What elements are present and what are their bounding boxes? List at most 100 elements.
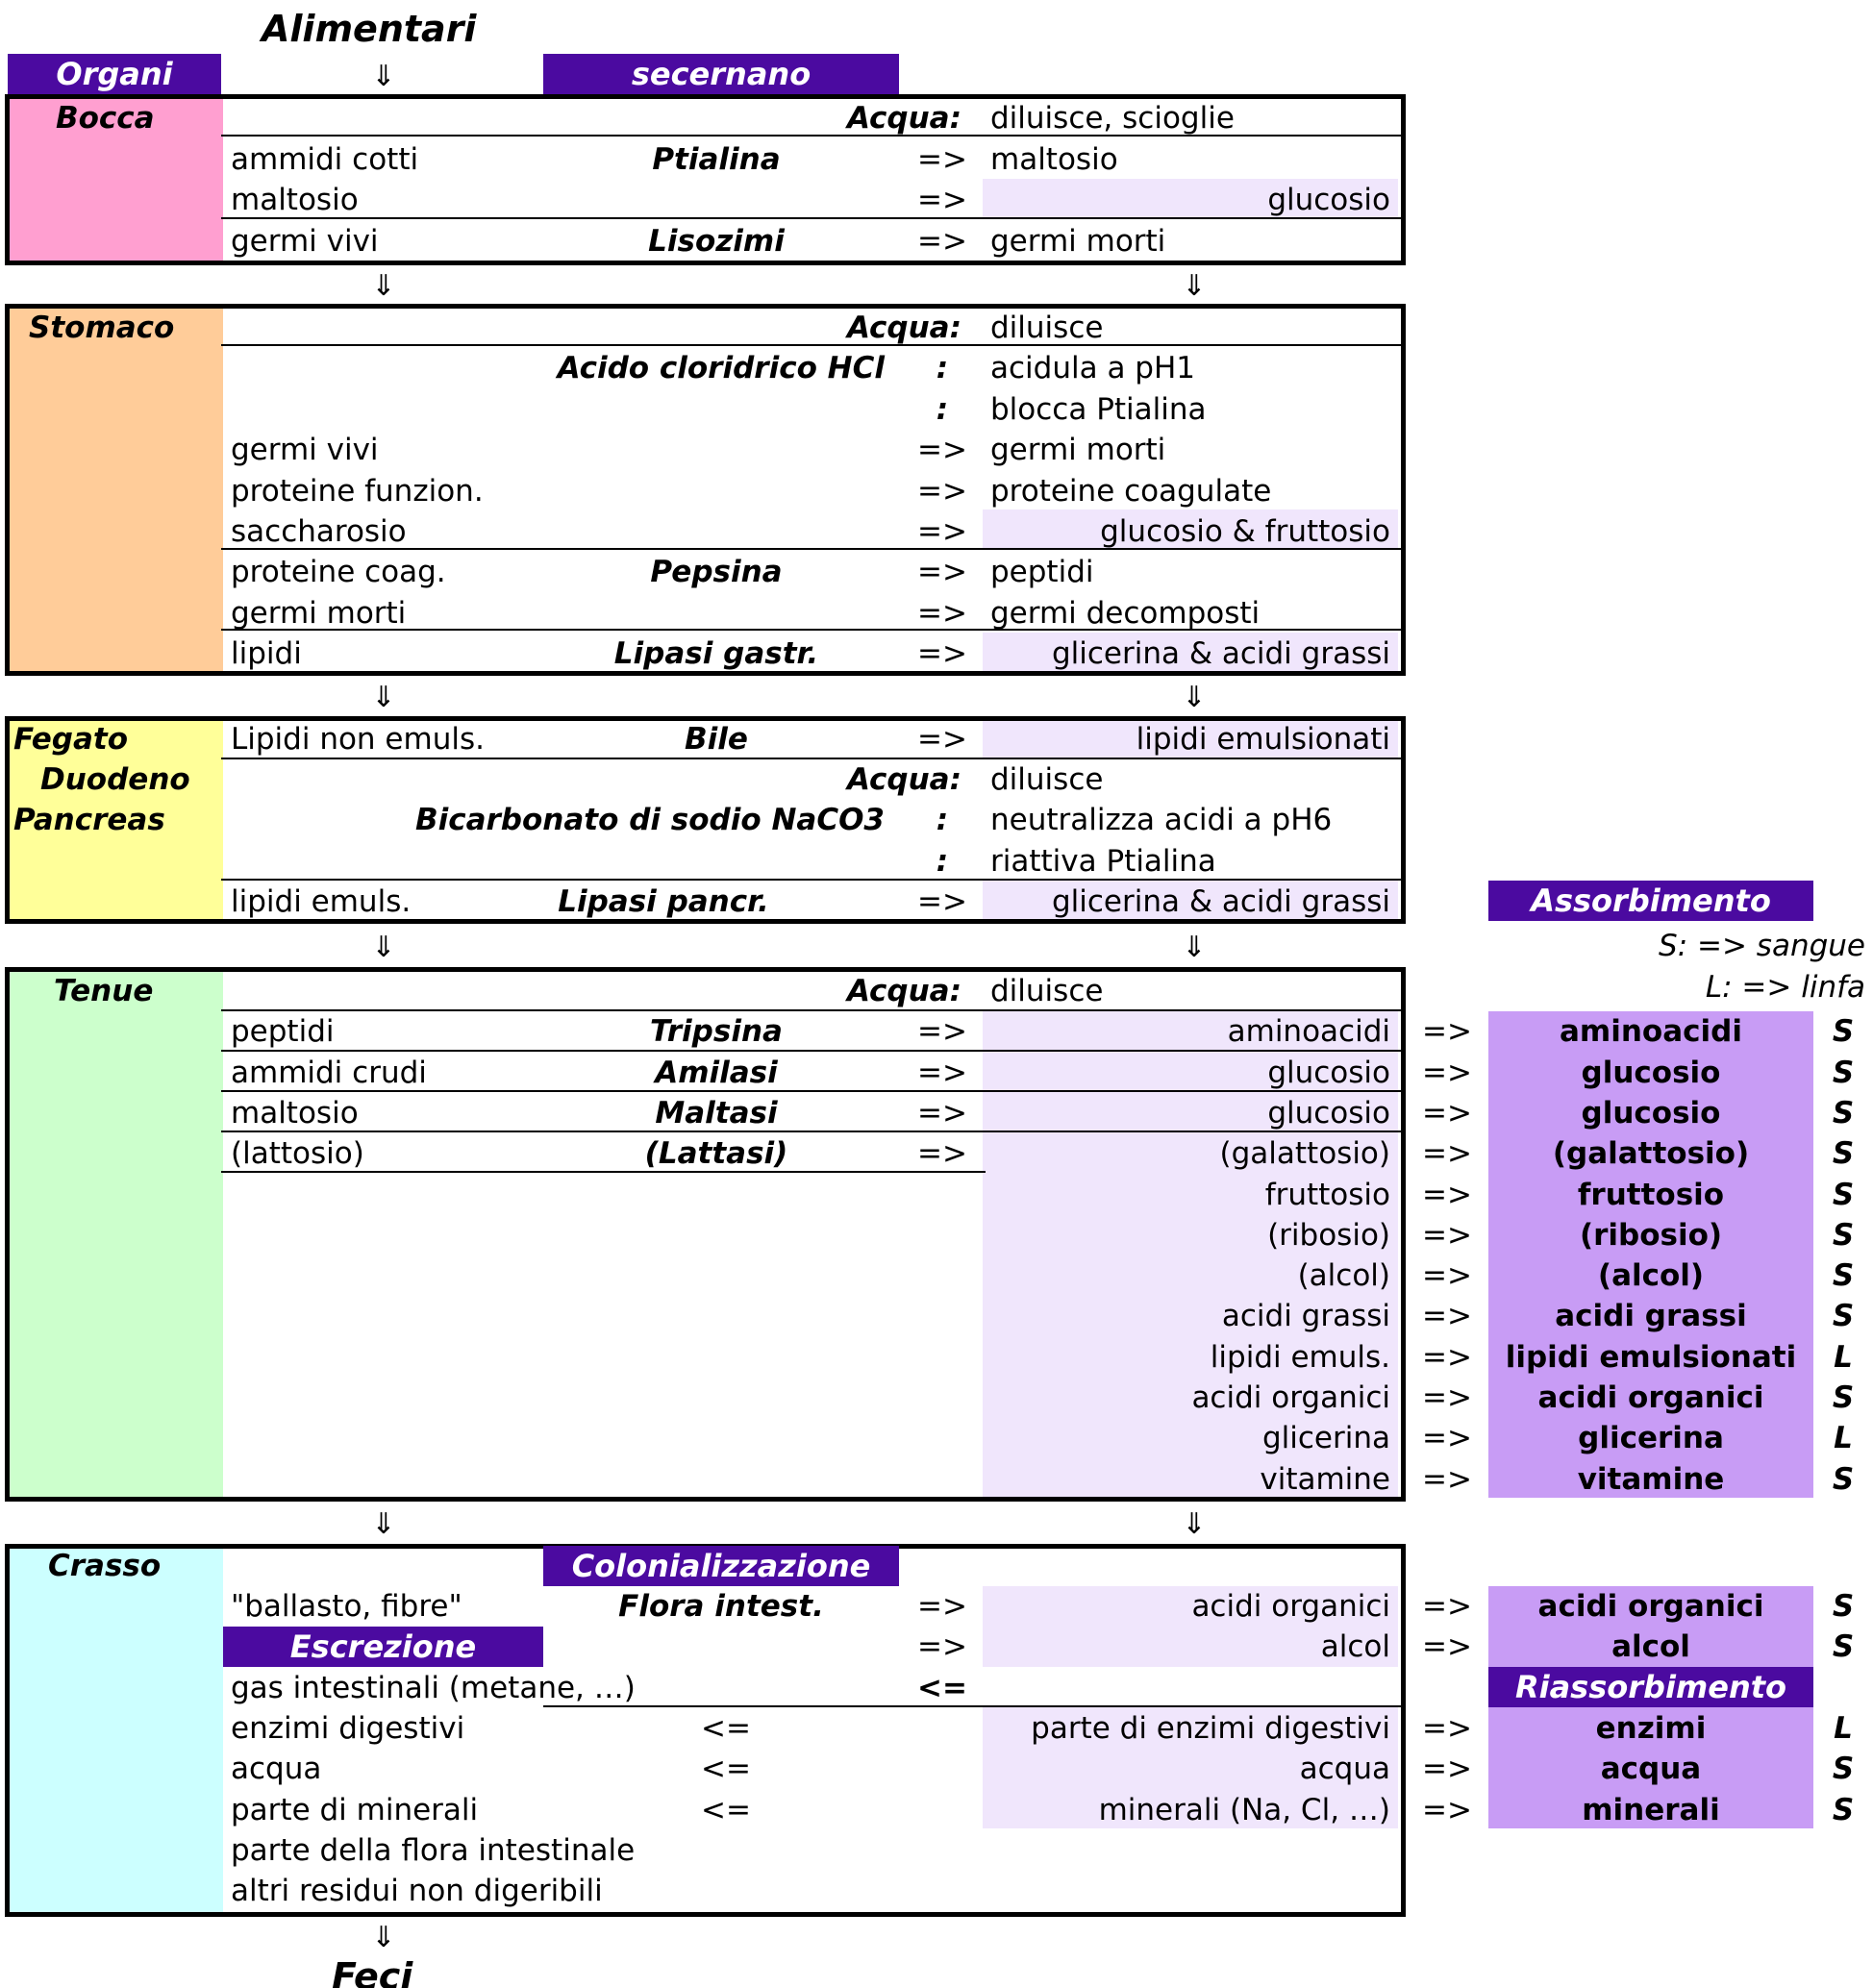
row-symbol <box>899 971 986 1011</box>
row-absorbed <box>1488 1668 1813 1708</box>
row-route <box>1813 1830 1873 1871</box>
row-route: L <box>1834 1710 1853 1746</box>
row-result: maltosio <box>990 141 1118 177</box>
row-symbol: => <box>917 1629 967 1665</box>
row-agent: Acqua: <box>847 311 961 345</box>
arrow-down-icon: ⇓ <box>1182 1507 1207 1541</box>
legend-linfa: L: => linfa <box>1705 970 1865 1005</box>
row-route: S <box>1832 1589 1855 1624</box>
row-absorb-arrow <box>1406 1668 1488 1708</box>
row-absorb-arrow: => <box>1422 1629 1472 1665</box>
row-result: riattiva Ptialina <box>990 843 1216 879</box>
row-route: L <box>1834 1421 1853 1456</box>
row-result: glicerina & acidi grassi <box>1051 883 1390 919</box>
row-absorbed: glicerina <box>1578 1421 1724 1456</box>
row-symbol <box>899 1459 986 1500</box>
row-agent: Acqua: <box>847 762 961 798</box>
divider <box>221 629 1401 631</box>
header-assorbimento: Assorbimento <box>1488 881 1813 921</box>
row-symbol <box>899 1749 986 1789</box>
header-organi: Organi <box>8 54 221 94</box>
row-input: altri residui non digeribili <box>231 1874 603 1909</box>
row-route: S <box>1832 1299 1855 1334</box>
row-input: peptidi <box>231 1014 335 1050</box>
row-input: ammidi cotti <box>231 141 419 177</box>
row-input: germi vivi <box>231 223 379 259</box>
row-symbol: => <box>917 883 967 919</box>
row-result: alcol <box>1320 1629 1390 1665</box>
shade-stomaco <box>983 509 1398 550</box>
row-agent: <= <box>701 1710 751 1746</box>
row-absorbed: (ribosio) <box>1579 1217 1723 1253</box>
row-absorbed: enzimi <box>1595 1710 1707 1746</box>
row-symbol: => <box>917 1589 967 1624</box>
divider <box>221 217 1401 219</box>
organ-bocca: Bocca <box>56 101 155 136</box>
row-result: diluisce <box>990 974 1104 1008</box>
row-absorbed: acqua <box>1600 1752 1702 1787</box>
row-result: aminoacidi <box>1227 1014 1390 1050</box>
row-absorb-arrow: => <box>1422 1217 1472 1253</box>
row-symbol: => <box>917 514 967 549</box>
header-riassorbimento: Riassorbimento <box>1488 1667 1813 1707</box>
row-result: proteine coagulate <box>990 473 1272 509</box>
organ-crasso: Crasso <box>48 1549 162 1583</box>
row-absorbed <box>1488 1830 1813 1871</box>
row-agent: Lipasi pancr. <box>558 883 769 919</box>
organ-crasso-cell <box>8 1546 223 1913</box>
header-colonializzazione: Colonializzazione <box>543 1546 899 1586</box>
row-input: Lipidi non emuls. <box>231 722 485 757</box>
title-alimentari: Alimentari <box>262 8 477 50</box>
row-input: lipidi emuls. <box>231 883 412 919</box>
title-feci: Feci <box>332 1955 413 1988</box>
row-input: germi vivi <box>231 433 379 468</box>
row-route: L <box>1834 1339 1853 1375</box>
row-absorbed: minerali <box>1582 1792 1720 1827</box>
divider <box>221 548 1401 550</box>
row-absorb-arrow: => <box>1422 1752 1472 1787</box>
row-route: S <box>1832 1629 1855 1665</box>
row-symbol <box>899 1790 986 1830</box>
absorb-crasso-column <box>1488 1707 1813 1828</box>
organ-stomaco-cell <box>8 306 223 672</box>
divider <box>221 1090 1401 1092</box>
row-agent: Lipasi gastr. <box>613 636 819 672</box>
row-symbol: => <box>917 722 967 757</box>
row-result: glucosio <box>1267 1095 1390 1131</box>
row-route: S <box>1832 1217 1855 1253</box>
row-symbol: => <box>917 223 967 259</box>
row-result: diluisce <box>990 762 1104 798</box>
row-absorbed: lipidi emulsionati <box>1505 1339 1797 1375</box>
row-agent: Acido cloridrico HCl <box>557 351 885 386</box>
row-absorb-arrow: => <box>1422 1339 1472 1375</box>
row-symbol: => <box>917 1136 967 1172</box>
row-absorbed <box>1488 1871 1813 1911</box>
divider <box>221 1009 1401 1011</box>
arrow-down-icon: ⇓ <box>371 269 396 303</box>
shade-crasso <box>983 1707 1398 1828</box>
absorb-crasso-column <box>1488 1586 1813 1667</box>
row-route: S <box>1832 1136 1855 1172</box>
row-input: maltosio <box>231 1095 359 1131</box>
row-result: germi morti <box>990 433 1166 468</box>
row-route: S <box>1832 1014 1855 1050</box>
box-stomaco <box>5 304 1406 676</box>
row-result: (alcol) <box>1297 1258 1390 1294</box>
row-agent: Bile <box>685 722 748 757</box>
row-symbol: : <box>936 391 949 427</box>
row-result: minerali (Na, Cl, …) <box>1098 1792 1390 1827</box>
arrow-down-icon: ⇓ <box>371 60 396 93</box>
row-agent: Bicarbonato di sodio NaCO3 <box>414 803 885 838</box>
row-absorbed: acidi organici <box>1537 1589 1764 1624</box>
row-result: acidi organici <box>1191 1589 1390 1624</box>
row-result: parte di enzimi digestivi <box>1031 1710 1390 1746</box>
shade-stomaco <box>983 633 1398 671</box>
row-symbol: <= <box>917 1670 967 1705</box>
row-result: glicerina & acidi grassi <box>1051 636 1390 672</box>
header-secernano: secernano <box>543 54 899 94</box>
row-result: (galattosio) <box>1219 1136 1390 1172</box>
row-result: germi morti <box>990 223 1166 259</box>
organ-fegato: Fegato <box>13 722 129 757</box>
row-result: glucosio <box>1267 1055 1390 1090</box>
shade-tenue <box>983 1011 1398 1498</box>
